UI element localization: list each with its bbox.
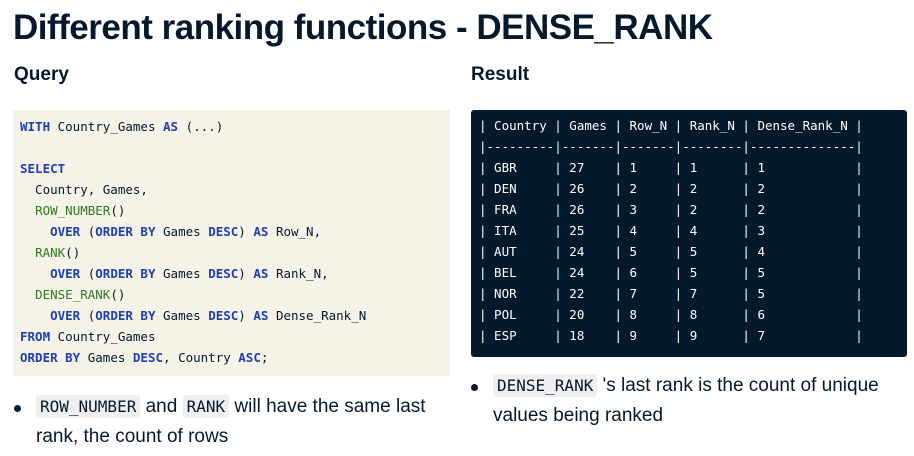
sql-text: Country_Games <box>50 119 163 134</box>
sql-keyword: SELECT <box>20 161 66 176</box>
inline-code-row-number: ROW_NUMBER <box>36 395 141 418</box>
sql-text: ) <box>238 308 254 323</box>
code-line: RANK() <box>20 242 450 263</box>
result-row: | FRA | 26 | 3 | 2 | 2 | <box>479 202 863 217</box>
result-separator-row: |---------|-------|-------|--------|----… <box>479 139 863 154</box>
code-line <box>20 137 450 158</box>
code-line: OVER (ORDER BY Games DESC) AS Row_N, <box>20 221 450 242</box>
sql-keyword: DESC <box>208 266 239 281</box>
result-row: | ESP | 18 | 9 | 9 | 7 | <box>479 328 863 343</box>
result-header-row: | Country | Games | Row_N | Rank_N | Den… <box>479 118 863 133</box>
sql-keyword: WITH <box>20 119 51 134</box>
result-row: | NOR | 22 | 7 | 7 | 5 | <box>479 286 863 301</box>
sql-function: ROW_NUMBER <box>35 203 111 218</box>
sql-keyword: DESC <box>208 308 239 323</box>
sql-keyword: ASC <box>238 350 261 365</box>
code-line: Country, Games, <box>20 179 450 200</box>
query-heading: Query <box>14 64 69 85</box>
bullet-description: will have the same last rank, the count … <box>36 396 426 447</box>
sql-function: DENSE_RANK <box>35 287 111 302</box>
sql-text: () <box>65 245 81 260</box>
result-heading: Result <box>471 64 530 85</box>
sql-keyword: ORDER BY <box>20 350 81 365</box>
sql-text: ( <box>80 224 96 239</box>
sql-text: (...) <box>178 119 224 134</box>
sql-keyword: FROM <box>20 329 51 344</box>
sql-text: Country_Games <box>50 329 156 344</box>
code-line: FROM Country_Games <box>20 326 450 347</box>
sql-text: Games <box>80 350 133 365</box>
sql-text: Row_N, <box>268 224 322 239</box>
sql-keyword: AS <box>163 119 179 134</box>
sql-keyword: AS <box>253 224 269 239</box>
result-row: | AUT | 24 | 5 | 5 | 4 | <box>479 244 863 259</box>
query-result-table: | Country | Games | Row_N | Rank_N | Den… <box>471 110 907 357</box>
sql-keyword: AS <box>253 308 269 323</box>
inline-code-rank: RANK <box>182 395 230 418</box>
code-line: ORDER BY Games DESC, Country ASC; <box>20 347 450 368</box>
code-line: ROW_NUMBER() <box>20 200 450 221</box>
sql-text: Games <box>155 266 209 281</box>
sql-text <box>20 203 35 218</box>
sql-text: Games <box>155 224 209 239</box>
sql-text: Dense_Rank_N <box>268 308 367 323</box>
bullet-dot-icon <box>471 384 478 391</box>
bullet-dot-icon <box>14 405 21 412</box>
sql-text: Country, Games, <box>20 182 148 197</box>
sql-text: ) <box>238 224 254 239</box>
code-line: OVER (ORDER BY Games DESC) AS Dense_Rank… <box>20 305 450 326</box>
code-line: DENSE_RANK() <box>20 284 450 305</box>
code-line: SELECT <box>20 158 450 179</box>
sql-text: , Country <box>163 350 239 365</box>
sql-keyword: DESC <box>208 224 239 239</box>
sql-keyword: ORDER BY <box>95 308 156 323</box>
sql-keyword: OVER <box>50 224 81 239</box>
sql-function: RANK <box>35 245 66 260</box>
sql-keyword: ORDER BY <box>95 266 156 281</box>
page-title: Different ranking functions - DENSE_RANK <box>13 8 713 47</box>
inline-code-dense-rank: DENSE_RANK <box>493 374 598 397</box>
sql-text: ) <box>238 266 254 281</box>
sql-text <box>20 308 50 323</box>
sql-text: Rank_N, <box>268 266 329 281</box>
bullet-text: DENSE_RANK 's last rank is the count of … <box>493 371 891 431</box>
sql-keyword: ORDER BY <box>95 224 156 239</box>
sql-text: ( <box>80 266 96 281</box>
sql-query-code-block: WITH Country_Games AS (...) SELECT Countr… <box>13 110 450 376</box>
sql-keyword: OVER <box>50 266 81 281</box>
sql-keyword: OVER <box>50 308 81 323</box>
sql-text <box>20 266 50 281</box>
sql-keyword: AS <box>253 266 269 281</box>
bullet-dense-rank: DENSE_RANK 's last rank is the count of … <box>471 371 891 431</box>
sql-text: () <box>110 287 126 302</box>
sql-text: () <box>110 203 126 218</box>
result-row: | ITA | 25 | 4 | 4 | 3 | <box>479 223 863 238</box>
sql-text: ( <box>80 308 96 323</box>
code-line: OVER (ORDER BY Games DESC) AS Rank_N, <box>20 263 450 284</box>
sql-keyword: DESC <box>132 350 164 365</box>
bullet-connector: and <box>140 396 183 417</box>
sql-text <box>20 287 35 302</box>
code-line: WITH Country_Games AS (...) <box>20 116 450 137</box>
sql-text <box>20 224 50 239</box>
bullet-description: 's last rank is the count of unique valu… <box>493 375 879 426</box>
result-row: | DEN | 26 | 2 | 2 | 2 | <box>479 181 863 196</box>
result-row: | POL | 20 | 8 | 8 | 6 | <box>479 307 863 322</box>
sql-text <box>20 245 35 260</box>
bullet-row-number-rank: ROW_NUMBER and RANK will have the same l… <box>14 392 454 452</box>
result-row: | BEL | 24 | 6 | 5 | 5 | <box>479 265 863 280</box>
sql-text: Games <box>155 308 209 323</box>
result-row: | GBR | 27 | 1 | 1 | 1 | <box>479 160 863 175</box>
sql-text: ; <box>260 350 269 365</box>
bullet-text: ROW_NUMBER and RANK will have the same l… <box>36 392 454 452</box>
